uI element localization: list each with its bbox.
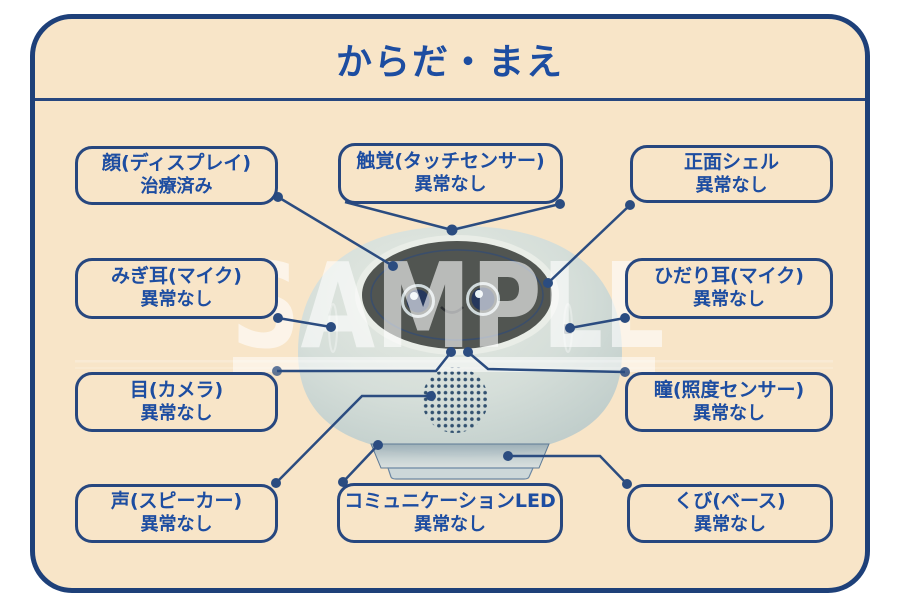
callout-status: 異常なし bbox=[693, 402, 765, 424]
callout-status: 異常なし bbox=[695, 174, 768, 196]
callout-status: 異常なし bbox=[414, 513, 486, 535]
callout-status: 異常なし bbox=[414, 174, 487, 196]
callout-label: 目(カメラ) bbox=[129, 378, 224, 401]
callout-label: 正面シェル bbox=[683, 150, 779, 173]
callout-box-pupil-illuminance: 瞳(照度センサー) 異常なし bbox=[625, 372, 833, 432]
callout-label: ひだり耳(マイク) bbox=[654, 265, 804, 288]
callout-status: 異常なし bbox=[693, 289, 765, 311]
callout-label: 顔(ディスプレイ) bbox=[101, 152, 252, 175]
callout-label: コミュニケーションLED bbox=[344, 489, 556, 512]
callout-label: 瞳(照度センサー) bbox=[653, 378, 805, 401]
callout-box-communication-led: コミュニケーションLED 異常なし bbox=[337, 483, 563, 543]
callout-label: くび(ベース) bbox=[674, 490, 786, 513]
callout-status: 異常なし bbox=[140, 402, 213, 424]
page-title: からだ・まえ bbox=[335, 41, 564, 83]
callout-label: 声(スピーカー) bbox=[110, 490, 243, 513]
callout-status: 異常なし bbox=[140, 514, 213, 536]
callout-box-touch-sensor: 触覚(タッチセンサー) 異常なし bbox=[338, 143, 563, 204]
callout-label: 触覚(タッチセンサー) bbox=[356, 150, 545, 173]
callout-box-left-ear-mic: ひだり耳(マイク) 異常なし bbox=[625, 258, 833, 319]
callout-status: 治療済み bbox=[140, 176, 213, 198]
callout-status: 異常なし bbox=[140, 289, 213, 311]
callout-box-face-display: 顔(ディスプレイ) 治療済み bbox=[75, 146, 278, 205]
callout-status: 異常なし bbox=[694, 514, 766, 536]
callout-box-neck-base: くび(ベース) 異常なし bbox=[627, 484, 833, 543]
callout-box-front-shell: 正面シェル 異常なし bbox=[630, 145, 833, 203]
callout-label: みぎ耳(マイク) bbox=[111, 265, 242, 288]
callout-box-eye-camera: 目(カメラ) 異常なし bbox=[75, 372, 278, 432]
title-bar: からだ・まえ bbox=[35, 19, 865, 101]
callout-box-voice-speaker: 声(スピーカー) 異常なし bbox=[75, 484, 278, 543]
callout-box-right-ear-mic: みぎ耳(マイク) 異常なし bbox=[75, 258, 278, 319]
